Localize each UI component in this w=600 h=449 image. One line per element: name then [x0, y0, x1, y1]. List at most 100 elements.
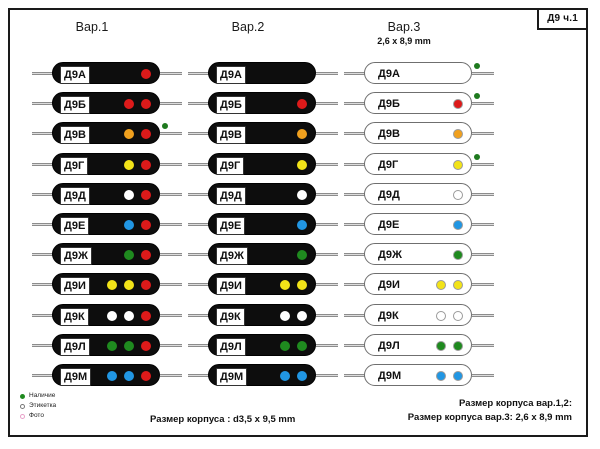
lead-wire-left — [32, 313, 54, 317]
diode-Д9Л-var3: Д9Л — [344, 333, 494, 356]
color-band-green — [124, 250, 134, 261]
diode-Д9Б-var3: Д9Б — [344, 92, 494, 115]
diode-body: Д9И — [52, 273, 160, 296]
lead-wire-right — [472, 132, 494, 136]
lead-wire-right — [316, 102, 338, 106]
diode-label: Д9К — [60, 307, 89, 326]
diode-body: Д9М — [52, 364, 160, 386]
color-band-white — [453, 189, 463, 200]
lead-wire-left — [344, 132, 366, 136]
legend-dot — [20, 393, 25, 399]
lead-wire-right — [316, 192, 338, 196]
diode-Д9В-var3: Д9В — [344, 122, 494, 145]
diode-Д9М-var3: Д9М — [344, 364, 494, 386]
column-header-title: Вар.1 — [75, 20, 109, 34]
diode-label: Д9Д — [378, 188, 400, 201]
lead-wire-right — [160, 162, 182, 166]
diode-Д9Д-var3: Д9Д — [344, 182, 494, 205]
diode-body: Д9М — [208, 364, 316, 386]
lead-wire-right — [160, 132, 182, 136]
lead-wire-right — [472, 102, 494, 106]
diode-body: Д9К — [52, 303, 160, 326]
title-badge-label: Д9 ч.1 — [547, 13, 578, 24]
diode-Д9И-var1: Д9И — [32, 273, 182, 296]
lead-wire-left — [188, 162, 210, 166]
legend-label: Наличие — [29, 392, 56, 399]
diode-Д9А-var3: Д9А — [344, 62, 494, 84]
diode-body: Д9И — [364, 273, 472, 296]
color-band-red — [141, 280, 151, 291]
diode-Д9К-var3: Д9К — [344, 303, 494, 326]
lead-wire-left — [32, 343, 54, 347]
diode-label: Д9М — [216, 368, 248, 386]
diode-Д9И-var3: Д9И — [344, 273, 494, 296]
diode-label: Д9И — [378, 279, 400, 292]
diode-label: Д9Е — [60, 217, 90, 235]
diode-body: Д9Л — [52, 333, 160, 356]
color-band-white — [107, 310, 117, 321]
legend-item: Фото — [20, 411, 56, 421]
legend-item: Этикетка — [20, 401, 56, 411]
lead-wire-right — [316, 223, 338, 226]
diode-body: Д9Д — [364, 182, 472, 205]
diode-Д9В-var2: Д9В — [188, 122, 338, 145]
color-band-red — [141, 129, 151, 140]
lead-wire-right — [472, 253, 494, 257]
legend-dot — [20, 413, 25, 419]
diode-label: Д9К — [378, 309, 399, 322]
color-band-white — [124, 310, 134, 321]
diode-body: Д9А — [52, 62, 160, 84]
lead-wire-left — [188, 253, 210, 257]
lead-wire-left — [188, 313, 210, 317]
lead-wire-right — [316, 132, 338, 136]
availability-marker — [474, 63, 480, 69]
color-band-yellow — [297, 280, 307, 291]
lead-wire-right — [316, 283, 338, 287]
lead-wire-left — [32, 283, 54, 287]
legend-dot — [20, 403, 25, 409]
legend-item: Наличие — [20, 391, 56, 401]
lead-wire-left — [344, 162, 366, 166]
diode-Д9А-var2: Д9А — [188, 62, 338, 84]
lead-wire-left — [188, 192, 210, 196]
diode-label: Д9Г — [216, 156, 245, 175]
diode-body: Д9Г — [52, 152, 160, 175]
caption-center: Размер корпуса : d3,5 x 9,5 mm — [150, 414, 296, 425]
diode-body: Д9В — [364, 122, 472, 145]
diode-label: Д9Л — [378, 339, 400, 352]
diode-body: Д9К — [364, 303, 472, 326]
lead-wire-left — [188, 102, 210, 106]
lead-wire-left — [188, 343, 210, 347]
diode-Д9М-var1: Д9М — [32, 364, 182, 386]
diode-Д9Л-var2: Д9Л — [188, 333, 338, 356]
diode-Д9Л-var1: Д9Л — [32, 333, 182, 356]
lead-wire-right — [160, 253, 182, 257]
lead-wire-right — [160, 343, 182, 347]
availability-marker — [474, 153, 480, 160]
lead-wire-left — [32, 162, 54, 166]
lead-wire-right — [472, 72, 494, 75]
diode-Д9К-var1: Д9К — [32, 303, 182, 326]
diode-Д9Г-var2: Д9Г — [188, 152, 338, 175]
diode-label: Д9Б — [216, 96, 246, 115]
color-band-blue — [436, 371, 446, 381]
lead-wire-right — [160, 313, 182, 317]
diode-label: Д9Е — [216, 217, 246, 235]
color-band-green — [297, 340, 307, 351]
diode-Д9Г-var1: Д9Г — [32, 152, 182, 175]
diode-body: Д9Е — [52, 213, 160, 235]
diode-Д9Б-var2: Д9Б — [188, 92, 338, 115]
lead-wire-right — [472, 313, 494, 317]
lead-wire-left — [344, 343, 366, 347]
column-header-title: Вар.2 — [231, 20, 265, 34]
diode-Д9Ж-var1: Д9Ж — [32, 243, 182, 266]
title-badge: Д9 ч.1 — [537, 8, 588, 30]
diode-body: Д9Д — [208, 182, 316, 205]
color-band-blue — [453, 371, 463, 381]
diode-body: Д9Б — [364, 92, 472, 115]
diode-body: Д9В — [208, 122, 316, 145]
color-band-red — [124, 99, 134, 110]
diode-body: Д9М — [364, 364, 472, 386]
color-band-green — [453, 340, 463, 351]
